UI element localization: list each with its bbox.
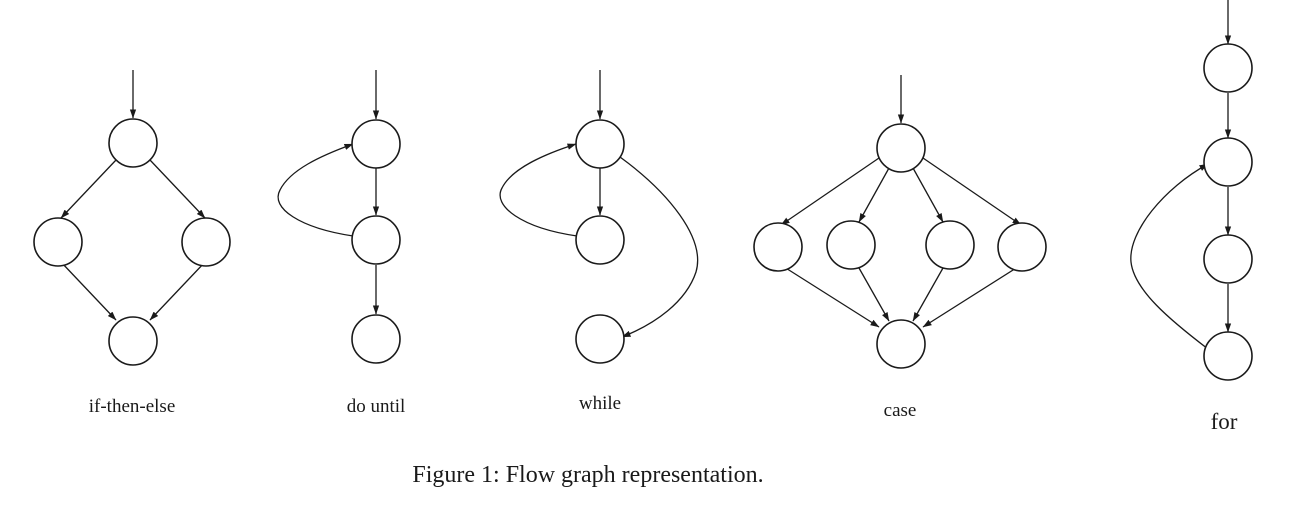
node [351, 119, 401, 169]
graph-label: if-then-else [89, 396, 176, 417]
exit-edge [619, 156, 699, 338]
graph-label: case [884, 400, 917, 421]
edge [912, 267, 944, 322]
node [753, 222, 803, 272]
node [108, 316, 158, 366]
edge [780, 157, 880, 226]
figure-caption: Figure 1: Flow graph representation. [412, 462, 763, 488]
node [925, 220, 975, 270]
node [1203, 331, 1253, 381]
edge [149, 159, 206, 219]
edge [922, 157, 1022, 226]
edge [60, 159, 117, 219]
node [997, 222, 1047, 272]
node [33, 217, 83, 267]
node [826, 220, 876, 270]
edge [60, 261, 117, 321]
graph-for: for [1130, 0, 1253, 434]
graph-label: do until [347, 396, 406, 417]
graph-while: while [499, 70, 699, 414]
node [108, 118, 158, 168]
loop-back-edge [1130, 163, 1209, 350]
edge [858, 267, 890, 322]
graph-label: while [579, 393, 621, 414]
loop-back-edge [499, 143, 578, 237]
edge [858, 167, 890, 223]
node [1203, 234, 1253, 284]
graph-do-until: do until [277, 70, 406, 417]
node [351, 314, 401, 364]
node [1203, 137, 1253, 187]
node [876, 319, 926, 369]
graph-label: for [1211, 409, 1238, 434]
node [575, 119, 625, 169]
node [351, 215, 401, 265]
graph-case: case [753, 75, 1047, 421]
graph-if-then-else: if-then-else [33, 70, 231, 417]
node [575, 314, 625, 364]
loop-back-edge [277, 143, 354, 237]
edge [922, 264, 1022, 328]
node [876, 123, 926, 173]
node [181, 217, 231, 267]
node [1203, 43, 1253, 93]
edge [149, 261, 206, 321]
edge [912, 167, 944, 223]
node [575, 215, 625, 265]
edge [780, 264, 880, 328]
